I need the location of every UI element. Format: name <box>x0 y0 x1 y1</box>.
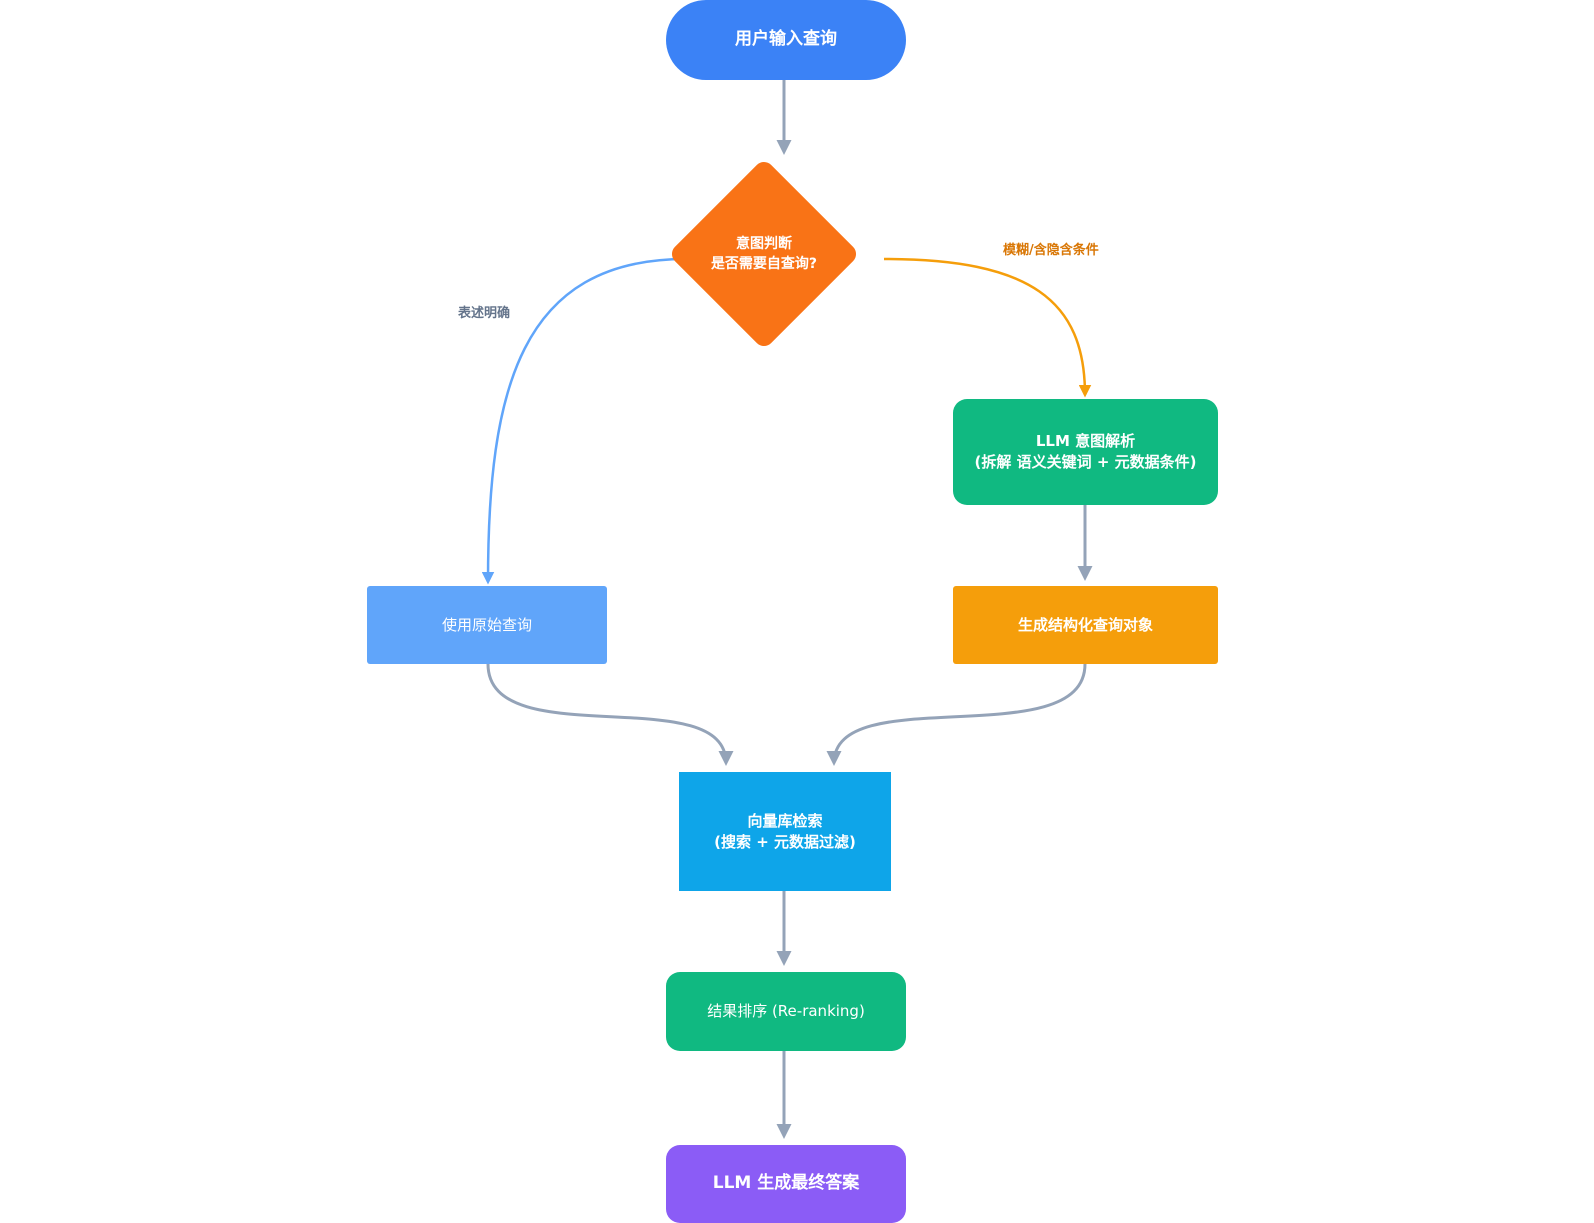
edge-raw-query-to-vector <box>486 663 734 766</box>
edge-decision-to-llm-parse <box>883 257 1092 398</box>
decision-label: 意图判断 是否需要自查询? <box>710 235 818 272</box>
edge-decision-to-raw-query <box>481 257 687 585</box>
edge-label-fuzzy: 模糊/含隐含条件 <box>1003 243 1099 258</box>
edge-structured-to-vector <box>826 663 1087 766</box>
rerank-node: 结果排序 (Re-ranking) <box>666 972 906 1051</box>
edge-label-clear: 表述明确 <box>458 306 511 321</box>
start-node: 用户输入查询 <box>666 0 906 80</box>
structured-query-node: 生成结构化查询对象 <box>953 586 1218 664</box>
llm-parse-node: LLM 意图解析 (拆解 语义关键词 + 元数据条件) <box>953 399 1218 505</box>
final-answer-node: LLM 生成最终答案 <box>666 1145 906 1223</box>
vector-search-node: 向量库检索 (搜索 + 元数据过滤) <box>679 772 891 891</box>
raw-query-node: 使用原始查询 <box>367 586 607 664</box>
